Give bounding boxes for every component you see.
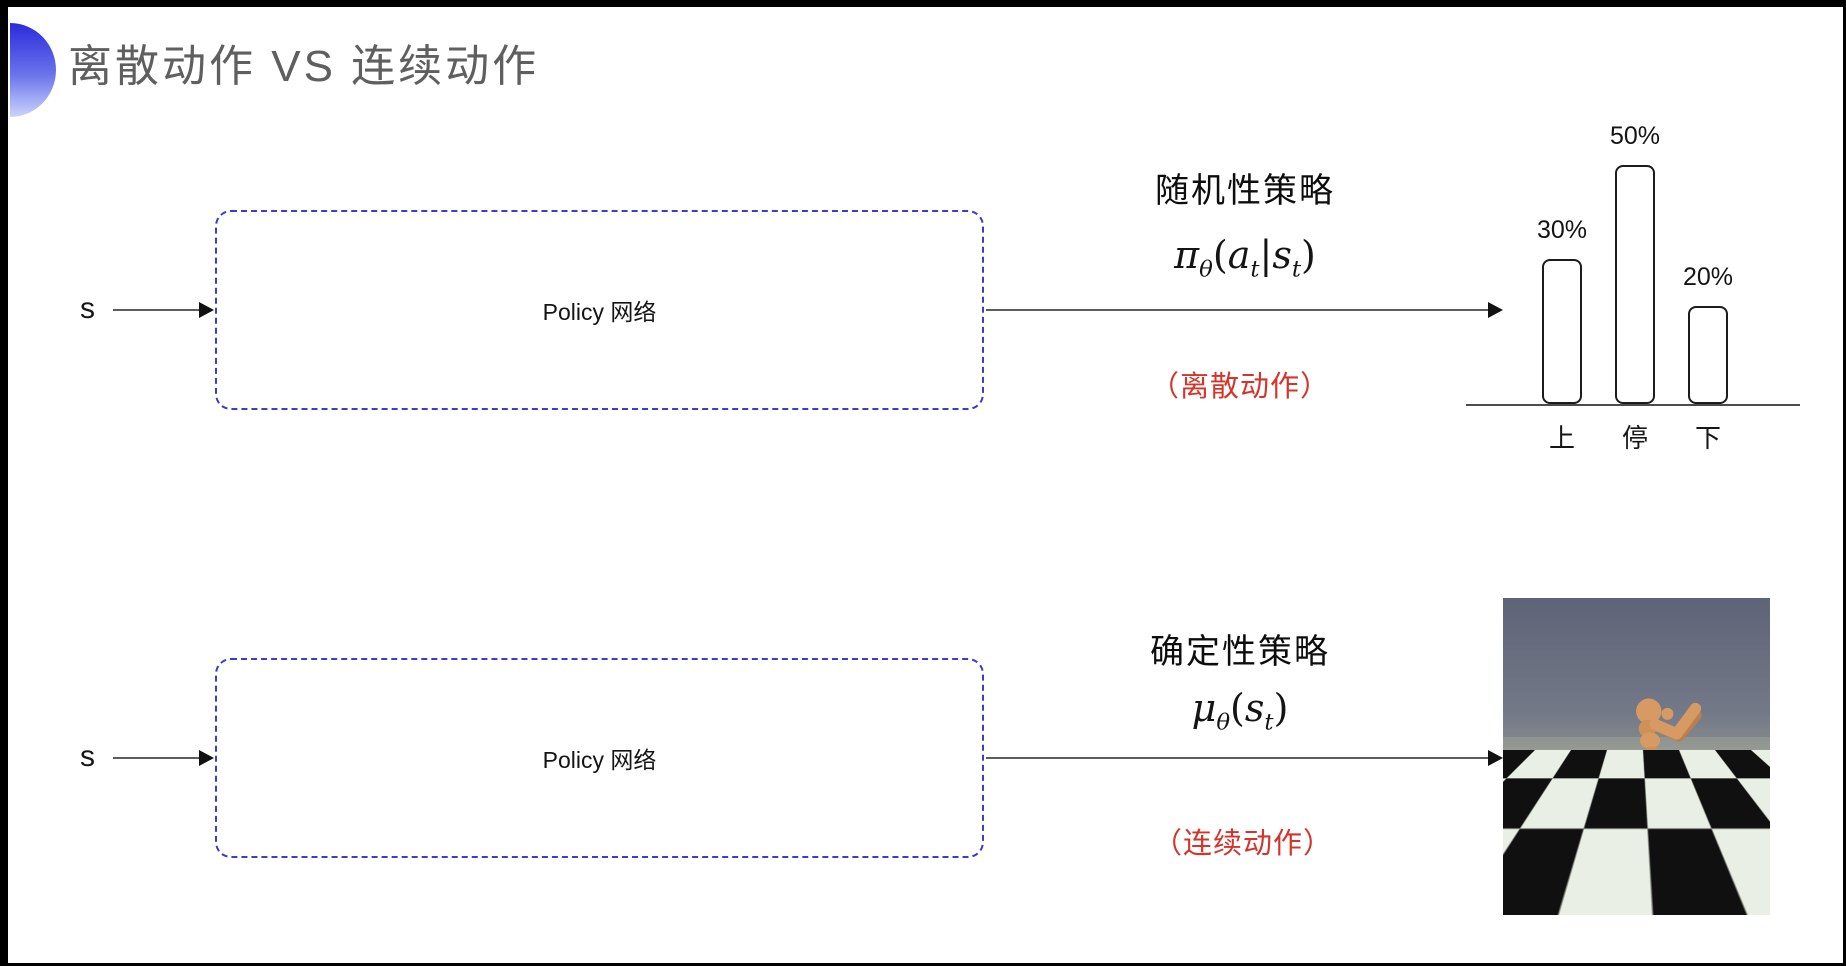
arrow-line-s-to-box-bottom <box>113 757 199 759</box>
policy-network-label-bottom: Policy 网络 <box>542 747 657 773</box>
arrowhead-s-to-box-bottom <box>199 750 214 766</box>
sky-background <box>1503 598 1770 763</box>
deterministic-policy-formula: μθ(st) <box>1191 686 1289 736</box>
stochastic-policy-formula: πθ(at|st) <box>1174 233 1316 283</box>
bar-column-上: 30% <box>1529 216 1595 404</box>
bar-停 <box>1615 165 1655 404</box>
bar-column-停: 50% <box>1602 122 1668 404</box>
bar-下 <box>1688 306 1728 404</box>
policy-network-box-top: Policy 网络 <box>215 210 984 410</box>
arrow-line-s-to-box-top <box>113 309 199 311</box>
policy-network-label-top: Policy 网络 <box>542 299 657 325</box>
arrowhead-s-to-box-top <box>199 302 214 318</box>
humanoid-robot-figure <box>1623 698 1702 852</box>
stochastic-policy-title: 随机性策略 <box>1155 172 1335 210</box>
arrow-line-box-to-chart <box>986 309 1488 311</box>
state-input-label-bottom: s <box>80 740 95 773</box>
bar-column-下: 20% <box>1675 263 1741 404</box>
chart-category-labels: 上停下 <box>1529 418 1741 455</box>
bar-value-label: 50% <box>1609 122 1661 150</box>
chart-baseline <box>1466 404 1800 406</box>
policy-network-box-bottom: Policy 网络 <box>215 658 984 858</box>
deterministic-policy-title: 确定性策略 <box>1150 633 1330 671</box>
bar-上 <box>1542 259 1582 404</box>
bar-category-label-停: 停 <box>1621 423 1648 453</box>
probability-bar-chart: 30% 50% 20% <box>1529 90 1741 404</box>
arrowhead-box-to-chart <box>1488 302 1503 318</box>
continuous-action-note: （连续动作） <box>1152 828 1333 860</box>
bar-value-label: 30% <box>1536 216 1588 244</box>
bar-category-label-下: 下 <box>1694 423 1721 453</box>
page-title: 离散动作 VS 连续动作 <box>68 42 540 91</box>
discrete-action-note: （离散动作） <box>1149 371 1330 403</box>
arrow-line-box-to-image <box>986 757 1488 759</box>
bar-category-label-上: 上 <box>1548 423 1575 453</box>
horizon-haze <box>1503 737 1770 776</box>
state-input-label-top: s <box>80 292 95 325</box>
arrowhead-box-to-image <box>1488 750 1503 766</box>
humanoid-simulation-image <box>1503 598 1770 915</box>
bar-value-label: 20% <box>1682 263 1734 291</box>
